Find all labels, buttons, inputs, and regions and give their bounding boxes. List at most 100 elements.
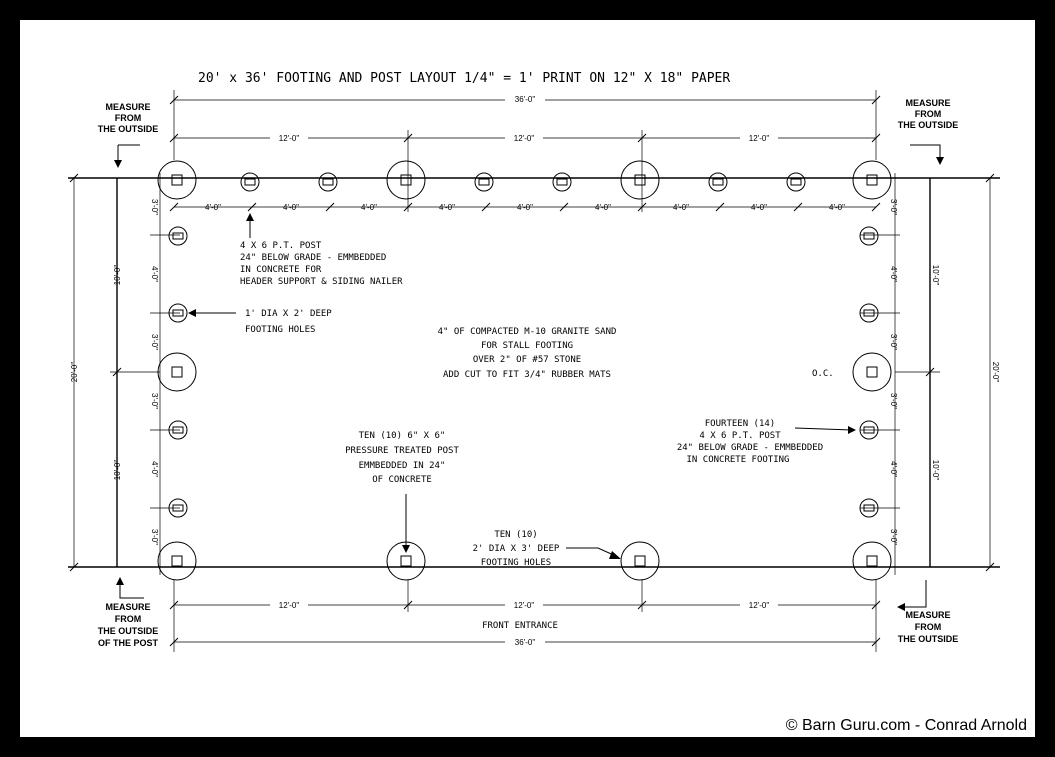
dim-label: 4'-0": [889, 266, 898, 282]
arrow-head: [897, 603, 905, 611]
small-footing-hole: [786, 172, 806, 192]
tick: [69, 173, 79, 183]
footing-circle: [852, 541, 892, 581]
tick: [403, 600, 413, 610]
note-line: THE OUTSIDE: [98, 124, 159, 134]
small-footing-hole: [859, 420, 879, 440]
arrow-head: [246, 213, 254, 221]
note-line: ADD CUT TO FIT 3/4" RUBBER MATS: [443, 370, 611, 380]
post-4x6: [322, 178, 334, 186]
small-footing-hole: [859, 226, 879, 246]
tick: [169, 637, 179, 647]
dim-left-overall: 20'-0": [70, 362, 79, 383]
large-footing-hole: [620, 541, 660, 581]
arrow-head: [188, 309, 196, 317]
label-bg: [740, 599, 778, 611]
large-footing-hole: [157, 160, 197, 200]
dim-label: 4'-0": [517, 203, 533, 212]
dim-top-bay-3: 12'-0": [749, 134, 770, 143]
tick: [871, 600, 881, 610]
small-footing-hole: [168, 420, 188, 440]
footing-circle: [859, 226, 879, 246]
tick: [169, 133, 179, 143]
footing-circle: [157, 541, 197, 581]
note-line: FROM: [915, 622, 942, 632]
arrow-head: [114, 160, 122, 168]
tick: [403, 202, 413, 212]
note-line: 24" BELOW GRADE - EMMBEDDED: [240, 253, 386, 263]
dim-label: 4'-0": [283, 203, 299, 212]
note-line: 4 X 6 P.T. POST: [240, 241, 322, 251]
dim-label: 3'-0": [889, 393, 898, 409]
post-6x6: [866, 555, 878, 567]
small-footing-hole: [240, 172, 260, 192]
post-4x6: [172, 309, 184, 317]
note-line: THE OUTSIDE: [98, 626, 159, 636]
tick: [637, 600, 647, 610]
footing-circle: [852, 160, 892, 200]
post-4x6: [863, 426, 875, 434]
small-footing-hole: [168, 303, 188, 323]
large-footing-group: [157, 160, 892, 581]
note-line: THE OUTSIDE: [898, 120, 959, 130]
note-line: 24" BELOW GRADE - EMMBEDDED: [677, 443, 823, 453]
footing-circle: [852, 352, 892, 392]
leader-line: [794, 427, 853, 431]
footing-circle: [168, 226, 188, 246]
small-footing-hole: [168, 226, 188, 246]
note-stall-footing: 4" OF COMPACTED M-10 GRANITE SAND FOR ST…: [438, 327, 617, 380]
footing-circle: [240, 172, 260, 192]
copyright-notice: © Barn Guru.com - Conrad Arnold: [785, 717, 1027, 734]
footing-circle: [157, 160, 197, 200]
label-bg: [740, 132, 778, 144]
note-measure-top-left: MEASURE FROM THE OUTSIDE: [98, 102, 159, 168]
small-footing-hole: [168, 498, 188, 518]
post-4x6: [478, 178, 490, 186]
dim-top-overall: 36'-0": [515, 95, 536, 104]
front-entrance-label: FRONT ENTRANCE: [482, 621, 558, 631]
dim-label: 3'-0": [889, 334, 898, 350]
dim-top-bay-2: 12'-0": [514, 134, 535, 143]
dim-label: 4'-0": [595, 203, 611, 212]
label-bg: [270, 132, 308, 144]
note-line: HEADER SUPPORT & SIDING NAILER: [240, 277, 403, 287]
note-line: FROM: [115, 113, 142, 123]
small-footing-hole: [859, 498, 879, 518]
large-footing-hole: [852, 541, 892, 581]
small-footing-hole: [552, 172, 572, 192]
small-footing-group: [168, 172, 879, 518]
tick: [403, 133, 413, 143]
post-4x6: [172, 426, 184, 434]
diagram-title: 20' x 36' FOOTING AND POST LAYOUT 1/4" =…: [198, 71, 730, 86]
dim-label: 3'-0": [150, 529, 159, 545]
dim-label: 3'-0": [150, 199, 159, 215]
dim-left-half-2: 10'-0": [113, 460, 122, 481]
label-bg: [505, 636, 545, 648]
tick: [793, 202, 803, 212]
arrow-head: [116, 577, 124, 585]
post-6x6: [400, 555, 412, 567]
dim-chain-left: 3'-0" 4'-0" 3'-0" 3'-0" 4'-0" 3'-0": [150, 199, 180, 545]
note-line: 1' DIA X 2' DEEP: [245, 309, 332, 319]
note-measure-bottom-right: MEASURE FROM THE OUTSIDE: [897, 580, 958, 644]
post-4x6: [172, 504, 184, 512]
dim-right-half-1: 10'-0": [931, 265, 940, 286]
footing-circle: [620, 160, 660, 200]
label-bg: [505, 599, 543, 611]
tick: [637, 202, 647, 212]
dim-label: 3'-0": [889, 529, 898, 545]
tick: [69, 562, 79, 572]
post-4x6: [790, 178, 802, 186]
dim-top-bay-1: 12'-0": [279, 134, 300, 143]
leader-line: [119, 580, 144, 599]
note-line: OVER 2" OF #57 STONE: [473, 355, 581, 365]
arrow-head: [936, 157, 944, 165]
tick: [247, 202, 257, 212]
dim-right-overall: 20'-0": [991, 362, 1000, 383]
tick-group: [169, 202, 881, 212]
arrow-head: [609, 551, 621, 559]
post-6x6: [634, 555, 646, 567]
small-footing-hole: [859, 303, 879, 323]
note-line: EMMBEDDED IN 24": [359, 461, 446, 471]
post-4x6: [244, 178, 256, 186]
